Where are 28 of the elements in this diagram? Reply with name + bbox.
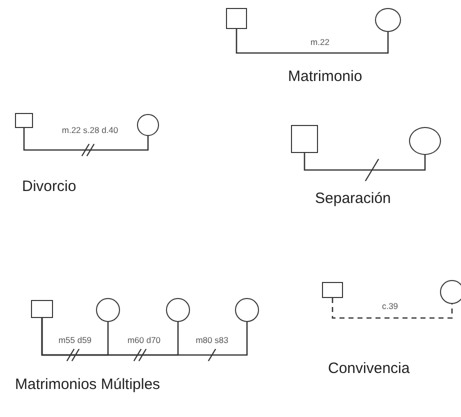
female-circle bbox=[409, 127, 441, 155]
symbol-caption: Matrimonios Múltiples bbox=[15, 376, 160, 393]
cohabitation-line bbox=[332, 298, 453, 319]
male-square bbox=[226, 8, 247, 29]
female-circle bbox=[96, 298, 120, 322]
symbol-caption: Divorcio bbox=[22, 178, 76, 195]
date-label: m.22 s.28 d.40 bbox=[60, 125, 120, 135]
symbol-caption: Separación bbox=[315, 190, 391, 207]
date-label: m80 s83 bbox=[194, 335, 230, 345]
date-label: c.39 bbox=[380, 301, 400, 311]
male-square bbox=[31, 300, 53, 318]
marriage-line bbox=[23, 128, 149, 151]
symbol-caption: Matrimonio bbox=[288, 68, 362, 85]
date-label: m55 d59 bbox=[57, 335, 93, 345]
female-circle bbox=[375, 8, 401, 32]
date-label: m60 d70 bbox=[126, 335, 162, 345]
female-circle bbox=[166, 298, 190, 322]
marriage-line bbox=[41, 318, 248, 356]
male-square bbox=[291, 125, 318, 153]
female-circle bbox=[137, 114, 159, 136]
male-square bbox=[15, 113, 33, 128]
female-circle bbox=[440, 280, 461, 304]
marriage-line bbox=[236, 29, 389, 54]
date-label: m.22 bbox=[310, 37, 330, 47]
symbol-caption: Convivencia bbox=[328, 360, 410, 377]
marriage-line bbox=[304, 153, 426, 171]
female-circle bbox=[235, 298, 259, 322]
male-square bbox=[322, 282, 343, 298]
